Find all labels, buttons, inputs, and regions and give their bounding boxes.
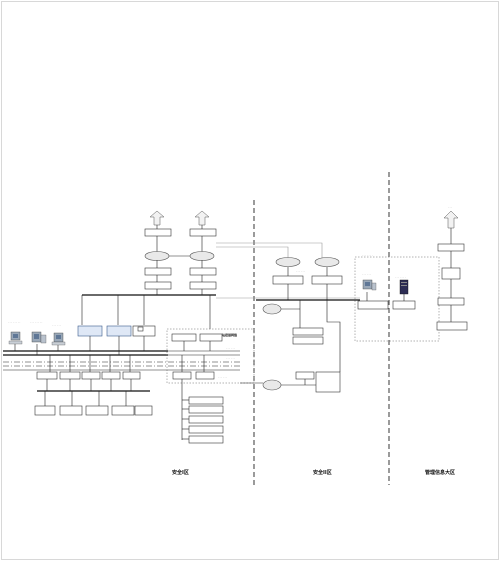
server-icon bbox=[399, 279, 409, 295]
device-box-4 bbox=[101, 371, 121, 380]
zone1-label: 安全I区 bbox=[172, 469, 189, 476]
firewall-2 bbox=[262, 379, 282, 391]
list-device-1 bbox=[188, 396, 224, 405]
device-box-2 bbox=[59, 371, 81, 380]
list-device-2 bbox=[188, 405, 224, 414]
svg-text:· · · · · ·: · · · · · · bbox=[296, 270, 305, 273]
svg-text:· · · · · · · ·: · · · · · · · · bbox=[30, 321, 43, 324]
field-device-4 bbox=[111, 405, 135, 416]
mgmt-router bbox=[437, 243, 465, 252]
svg-text:· · · · · · · ·: · · · · · · · · bbox=[8, 321, 21, 324]
svg-text:· · ·: · · · bbox=[448, 206, 452, 209]
field-device-1 bbox=[34, 405, 56, 416]
station-switch-2 bbox=[199, 333, 223, 342]
list-device-3 bbox=[188, 415, 224, 424]
server-box-3 bbox=[132, 325, 156, 337]
switch-box-2 bbox=[189, 267, 217, 276]
device-box-7 bbox=[195, 371, 215, 380]
server-box-1 bbox=[77, 325, 103, 337]
list-device-4 bbox=[188, 425, 224, 434]
workstation-icon-1 bbox=[8, 331, 23, 345]
encryption-device-1 bbox=[144, 251, 170, 261]
zone2-label: 安全II区 bbox=[313, 469, 332, 476]
workstation-icon-2 bbox=[31, 331, 47, 344]
zone2-server-1 bbox=[292, 327, 324, 336]
encryption-device-4 bbox=[314, 257, 340, 267]
mgmt-firewall bbox=[441, 267, 461, 280]
router-box-1 bbox=[144, 228, 172, 237]
svg-text:· · · · · · ·: · · · · · · · bbox=[362, 254, 373, 257]
workstation-icon-3 bbox=[51, 332, 66, 346]
field-device-2 bbox=[59, 405, 83, 416]
zone2-enclosure bbox=[354, 256, 440, 342]
server-box-2 bbox=[106, 325, 132, 337]
mgmt-switch bbox=[437, 297, 465, 306]
firewall-1 bbox=[262, 303, 282, 315]
device-box-3 bbox=[81, 371, 101, 380]
switch-box-1 bbox=[144, 267, 172, 276]
zone2-box-right bbox=[392, 300, 416, 310]
zone2-server-2 bbox=[292, 336, 324, 345]
list-device-5 bbox=[188, 435, 224, 444]
station-switch-1 bbox=[171, 333, 197, 342]
device-box-1 bbox=[36, 371, 58, 380]
workstation-icon-4 bbox=[362, 279, 377, 291]
svg-text:· · · · · ·: · · · · · · bbox=[226, 357, 235, 360]
zone2-gateway bbox=[315, 371, 341, 393]
svg-text:· · · · · ·: · · · · · · bbox=[226, 347, 235, 350]
switch-box-3 bbox=[144, 281, 172, 290]
uplink-arrow-icon-1 bbox=[149, 210, 165, 226]
mgmt-server bbox=[436, 321, 468, 331]
router-box-2 bbox=[189, 228, 217, 237]
encryption-device-3 bbox=[275, 257, 301, 267]
svg-text:· · · · · · ·: · · · · · · · bbox=[395, 276, 406, 279]
field-device-5 bbox=[134, 405, 153, 416]
encryption-device-2 bbox=[189, 251, 215, 261]
internet-arrow-icon bbox=[443, 210, 459, 229]
zone2-device-1 bbox=[295, 371, 315, 380]
zone2-switch-1 bbox=[272, 275, 304, 285]
zone2-box-left bbox=[357, 300, 389, 310]
svg-text:· · · · · ·: · · · · · · bbox=[52, 324, 61, 327]
field-device-3 bbox=[85, 405, 109, 416]
device-box-6 bbox=[172, 371, 192, 380]
svg-text:· · · · · ·: · · · · · · bbox=[362, 273, 371, 276]
zone2-switch-2 bbox=[311, 275, 343, 285]
svg-text:· · · · · ·: · · · · · · bbox=[218, 376, 227, 379]
network-bus-label: 站控层网络 bbox=[222, 332, 237, 337]
zone3-label: 管理信息大区 bbox=[425, 469, 455, 476]
uplink-arrow-icon-2 bbox=[194, 210, 210, 226]
device-box-5 bbox=[122, 371, 141, 380]
station-control-region bbox=[166, 328, 255, 384]
switch-box-4 bbox=[189, 281, 217, 290]
